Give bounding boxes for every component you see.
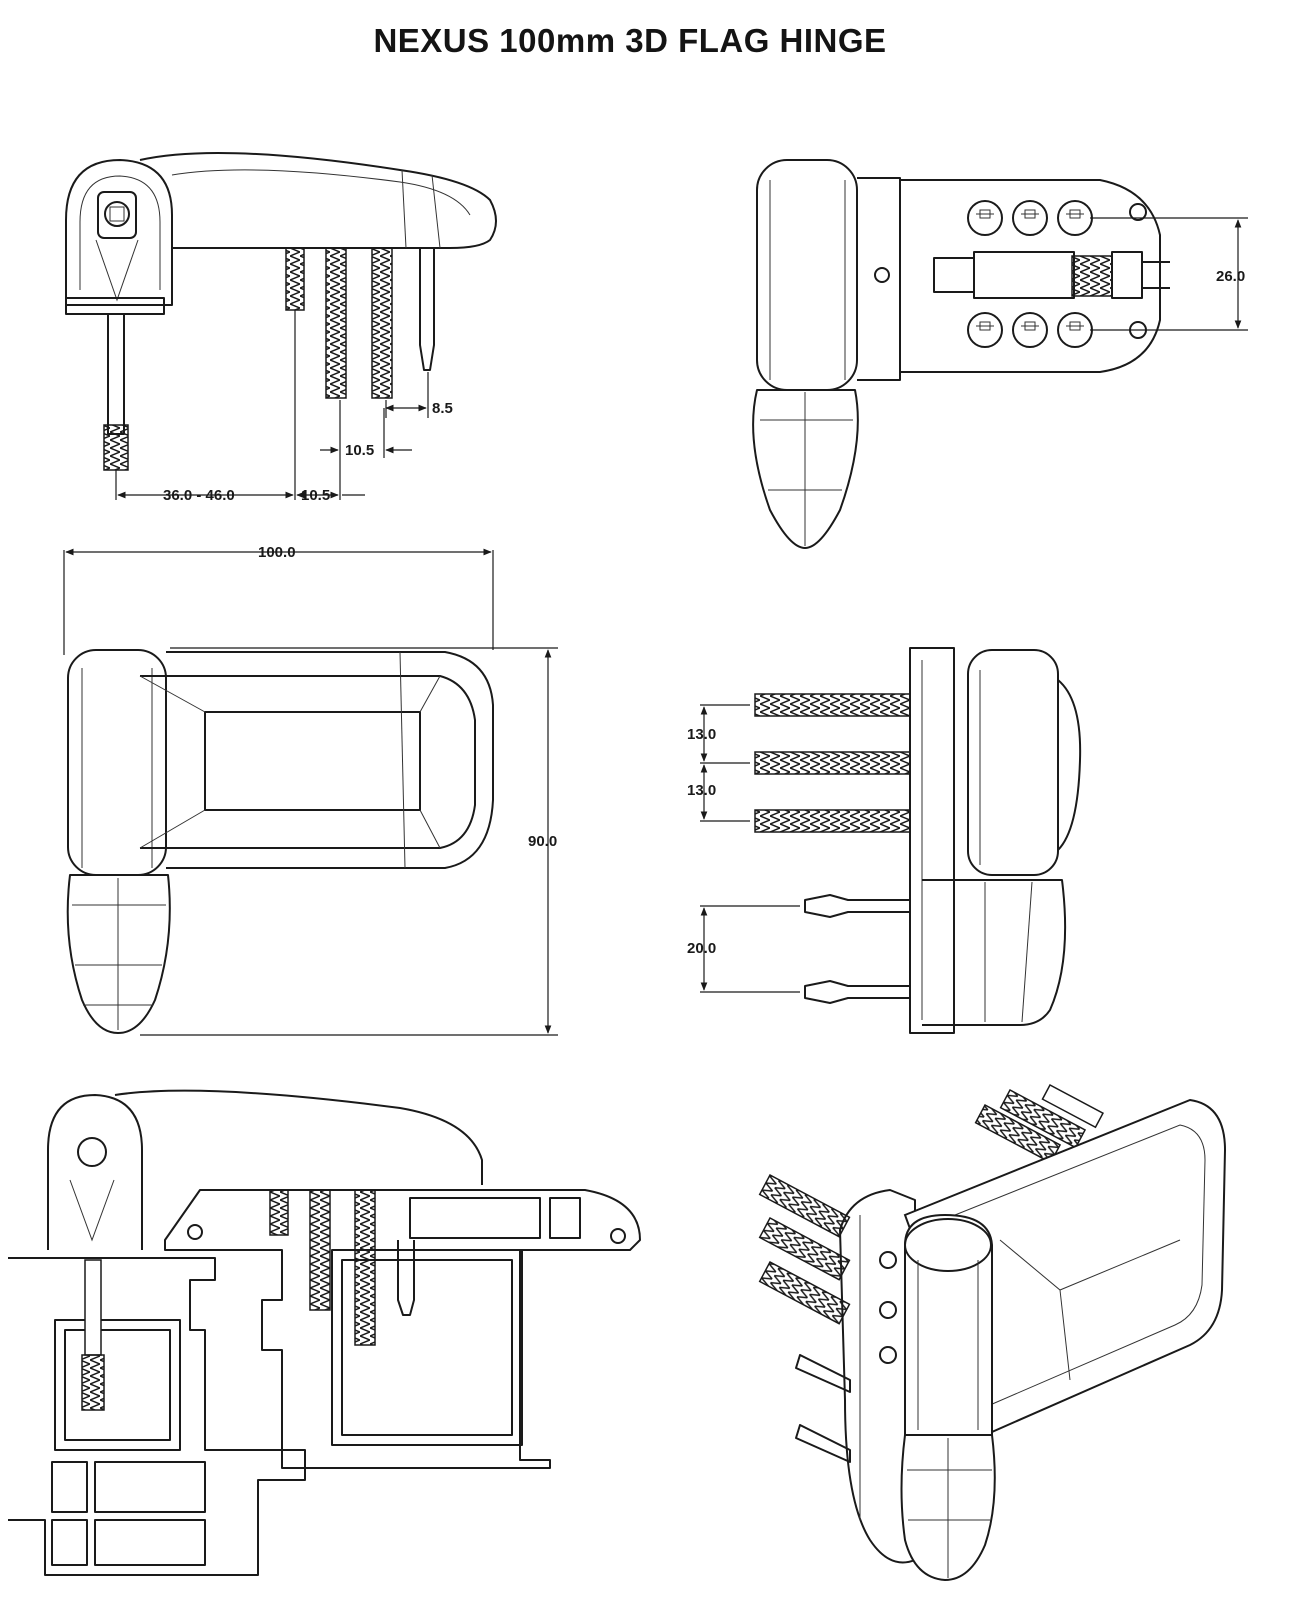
dim-pin-offset: 8.5 bbox=[432, 400, 453, 417]
dim-screw-spacing-1: 13.0 bbox=[687, 726, 716, 743]
drawing-title: NEXUS 100mm 3D FLAG HINGE bbox=[373, 22, 887, 59]
dim-pin-spacing: 20.0 bbox=[687, 940, 716, 957]
front-view bbox=[752, 159, 1248, 549]
edge-view bbox=[700, 647, 1082, 1034]
isometric-view bbox=[758, 1083, 1227, 1582]
dim-height: 90.0 bbox=[528, 833, 557, 850]
dim-screw-pitch-upper: 10.5 bbox=[345, 442, 374, 459]
section-view bbox=[8, 1089, 641, 1576]
dim-adjustment-range: 36.0 - 46.0 bbox=[163, 487, 235, 504]
dim-screw-spacing-2: 13.0 bbox=[687, 782, 716, 799]
side-view bbox=[65, 151, 497, 500]
dim-screw-pitch-lower: 10.5 bbox=[301, 487, 330, 504]
plan-view bbox=[63, 548, 558, 1036]
dim-adjust-span: 26.0 bbox=[1216, 268, 1245, 285]
dim-width: 100.0 bbox=[258, 544, 296, 561]
